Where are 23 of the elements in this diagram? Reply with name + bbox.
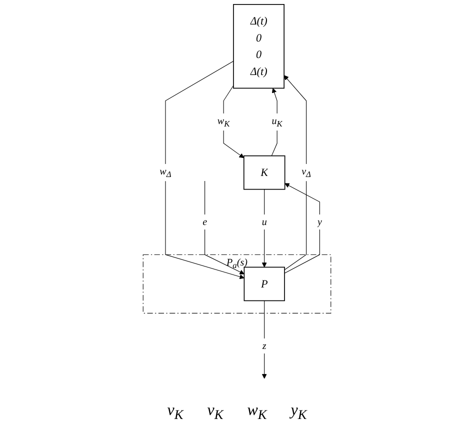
arrow bbox=[262, 189, 267, 268]
arrow bbox=[284, 183, 320, 274]
arrow bbox=[165, 60, 244, 280]
signal-label: v$_{K}$ bbox=[207, 402, 224, 423]
node-box: P bbox=[244, 266, 285, 302]
arrow bbox=[223, 85, 244, 158]
edge-label: z bbox=[262, 340, 266, 352]
signal-label: v$_{K}$ bbox=[167, 402, 184, 423]
node-box: K bbox=[243, 155, 286, 190]
arrow bbox=[262, 300, 267, 379]
signal-label: w$_{K}$ bbox=[247, 402, 267, 423]
edge-label: e bbox=[202, 216, 208, 228]
arrow bbox=[284, 75, 307, 270]
edge-label: w$_{Δ}$ bbox=[160, 166, 172, 180]
edge-label: u bbox=[262, 216, 267, 228]
node-box: Δ(t) 0 0 Δ(t) bbox=[233, 4, 284, 89]
edge-label: w$_{K}$ bbox=[217, 115, 230, 129]
edge-label: v$_{Δ}$ bbox=[302, 166, 311, 180]
edge-label: u$_{K}$ bbox=[272, 115, 282, 129]
arrow bbox=[271, 88, 278, 156]
edge-label: y bbox=[317, 216, 322, 228]
signal-label: y$_{K}$ bbox=[290, 402, 307, 423]
arrow bbox=[204, 180, 244, 274]
